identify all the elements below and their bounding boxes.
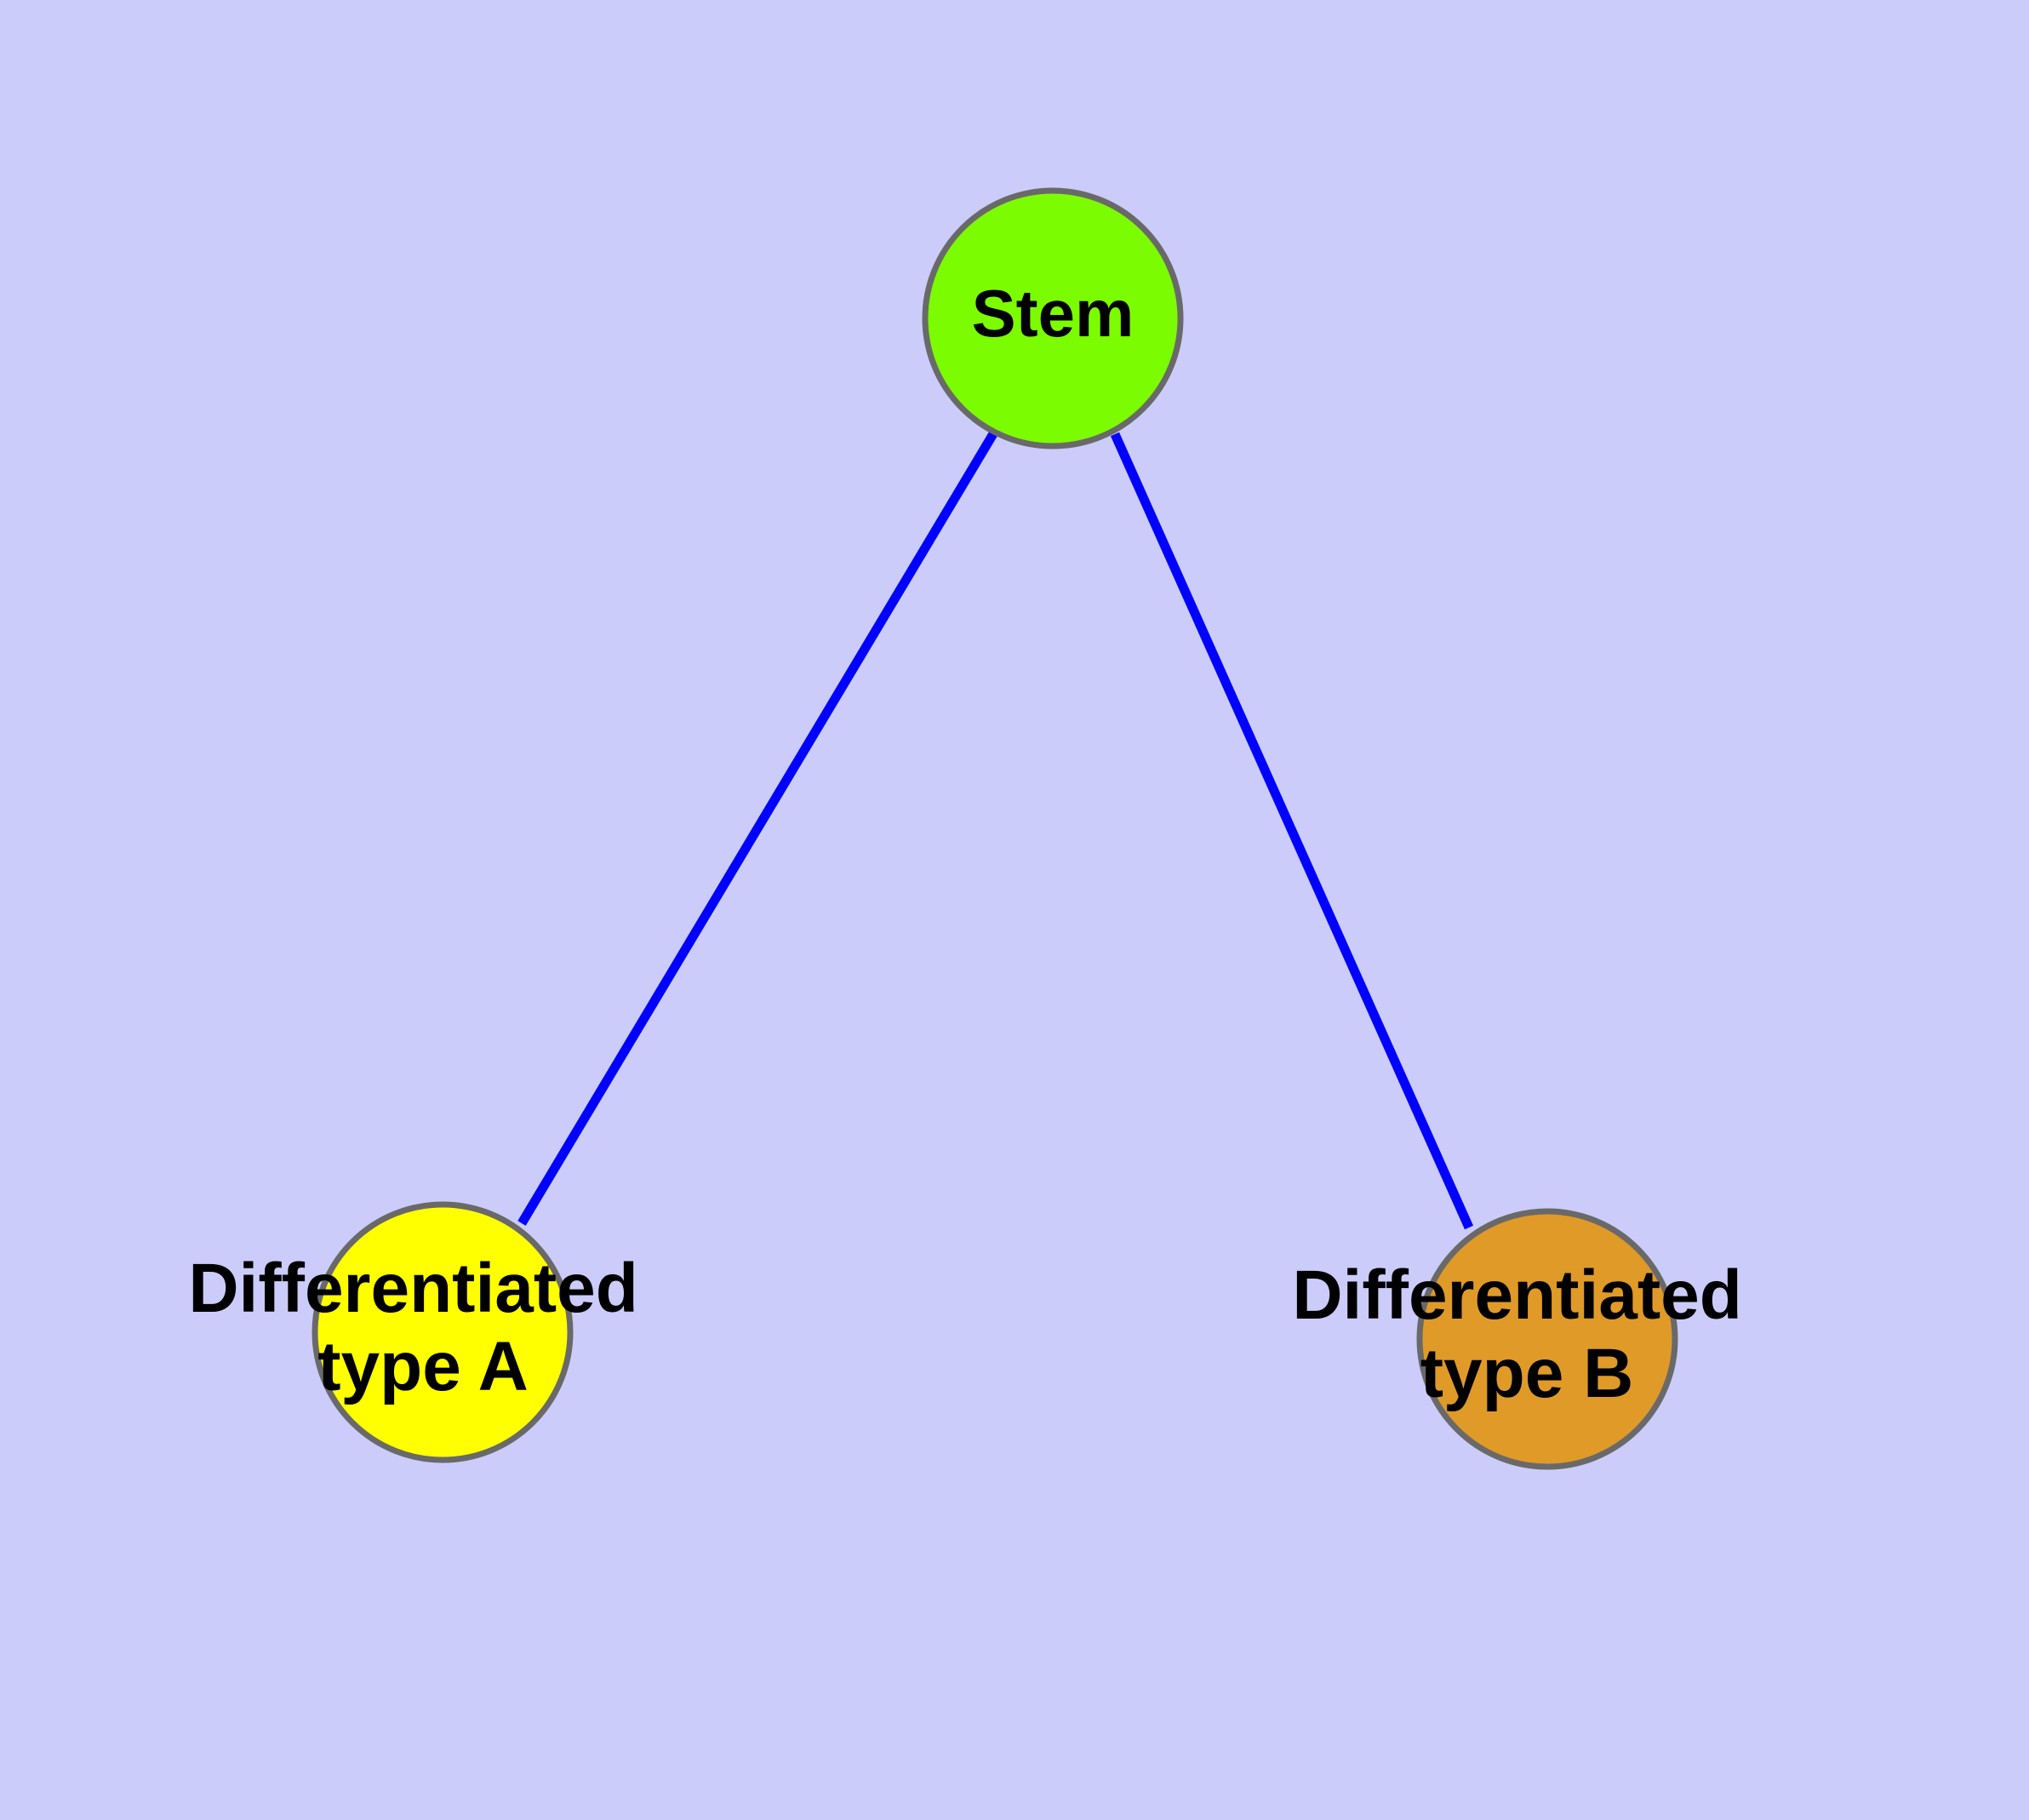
node-circle-differentiated-type-a[interactable]	[311, 1201, 574, 1463]
node-label-differentiated-type-b: Differentiated type B	[1292, 1256, 1761, 1412]
node-circle-differentiated-type-b[interactable]	[1416, 1208, 1678, 1470]
edge-stem-to-differentiated-type-b	[1110, 432, 1474, 1230]
edge-stem-to-differentiated-type-a	[517, 430, 998, 1226]
nodes-group: Stem Differentiated type A Differentiate…	[188, 187, 1761, 1470]
node-differentiated-type-b[interactable]: Differentiated type B	[1292, 1208, 1761, 1470]
node-label-differentiated-type-a: Differentiated type A	[188, 1250, 657, 1405]
node-circle-stem[interactable]	[922, 187, 1184, 449]
node-stem[interactable]: Stem	[922, 187, 1184, 449]
edges-group	[517, 430, 1474, 1230]
node-label-stem: Stem	[972, 276, 1135, 351]
node-differentiated-type-a[interactable]: Differentiated type A	[188, 1201, 657, 1463]
